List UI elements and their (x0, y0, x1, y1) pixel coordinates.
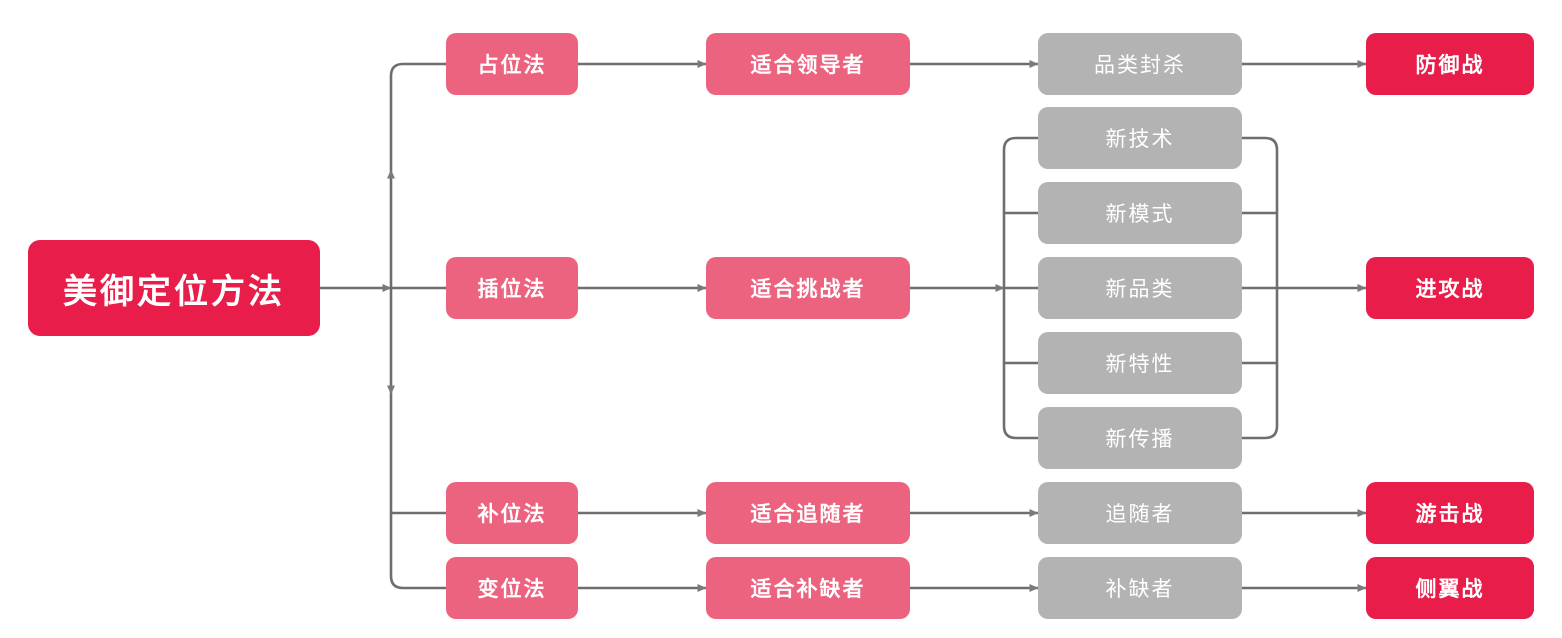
root-node-label: 美御定位方法 (63, 272, 285, 311)
root-node[interactable]: 美御定位方法 (28, 240, 320, 336)
wire-right-bracket (1242, 136, 1279, 440)
war-node-3[interactable]: 游击战 (1366, 482, 1534, 544)
audience-node-4[interactable]: 适合补缺者 (706, 557, 910, 619)
method-node-3[interactable]: 补位法 (446, 482, 578, 544)
tactic-node-1[interactable]: 品类封杀 (1038, 33, 1242, 95)
tactic-node-6[interactable]: 新传播 (1038, 407, 1242, 469)
audience-node-1[interactable]: 适合领导者 (706, 33, 910, 95)
war-node-4-label: 侧翼战 (1415, 578, 1485, 601)
tactic-node-2[interactable]: 新技术 (1038, 107, 1242, 169)
method-node-4[interactable]: 变位法 (446, 557, 578, 619)
audience-node-2[interactable]: 适合挑战者 (706, 257, 910, 319)
method-node-1-label: 占位法 (477, 54, 547, 77)
tactic-node-5[interactable]: 新特性 (1038, 332, 1242, 394)
method-node-1[interactable]: 占位法 (446, 33, 578, 95)
tactic-node-2-label: 新技术 (1105, 128, 1175, 151)
tactic-node-7-label: 追随者 (1105, 503, 1175, 526)
method-node-2[interactable]: 插位法 (446, 257, 578, 319)
war-node-4[interactable]: 侧翼战 (1366, 557, 1534, 619)
method-node-4-label: 变位法 (477, 578, 547, 601)
audience-node-2-label: 适合挑战者 (750, 278, 866, 301)
tactic-node-6-label: 新传播 (1105, 428, 1175, 451)
tactic-node-1-label: 品类封杀 (1094, 54, 1186, 77)
war-node-1-label: 防御战 (1415, 54, 1485, 77)
war-node-3-label: 游击战 (1415, 503, 1485, 526)
audience-node-3[interactable]: 适合追随者 (706, 482, 910, 544)
method-node-2-label: 插位法 (477, 278, 547, 301)
tactic-node-8[interactable]: 补缺者 (1038, 557, 1242, 619)
audience-node-4-label: 适合补缺者 (750, 578, 866, 601)
tactic-node-7[interactable]: 追随者 (1038, 482, 1242, 544)
wire-trunk-row3 (389, 394, 446, 515)
wire-trunk-row1 (389, 62, 446, 170)
war-node-2[interactable]: 进攻战 (1366, 257, 1534, 319)
war-node-2-label: 进攻战 (1415, 278, 1485, 301)
method-node-3-label: 补位法 (477, 503, 547, 526)
tactic-node-3-label: 新模式 (1105, 203, 1175, 226)
wire-left-bracket (1002, 136, 1038, 440)
tactic-node-4[interactable]: 新品类 (1038, 257, 1242, 319)
wire-trunk-row4 (389, 513, 446, 590)
tactic-node-8-label: 补缺者 (1105, 578, 1175, 601)
audience-node-1-label: 适合领导者 (750, 54, 866, 77)
tactic-node-3[interactable]: 新模式 (1038, 182, 1242, 244)
war-node-1[interactable]: 防御战 (1366, 33, 1534, 95)
tactic-node-4-label: 新品类 (1105, 278, 1175, 301)
tactic-node-5-label: 新特性 (1105, 353, 1175, 376)
audience-node-3-label: 适合追随者 (750, 503, 866, 526)
